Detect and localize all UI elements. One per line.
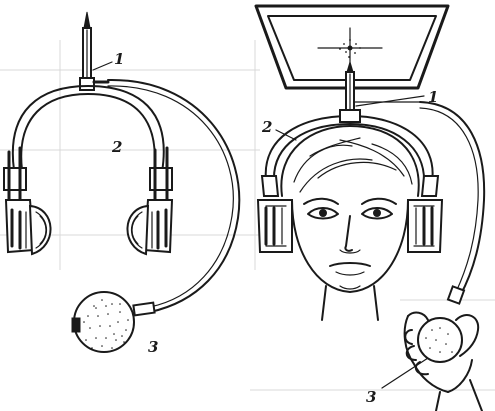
- right-label-1: 1: [428, 88, 438, 106]
- left-eye: [307, 207, 339, 220]
- left-earcup-r: [126, 199, 174, 256]
- right-headband: [264, 109, 434, 185]
- hair: [280, 125, 420, 197]
- right-callouts: 1 2 3: [261, 88, 438, 406]
- left-earcup-l: [4, 199, 52, 256]
- right-headset-on-head: 1 2 3: [254, 4, 486, 411]
- left-label-3: 3: [148, 338, 158, 356]
- left-headset: 1 2 3: [3, 11, 241, 356]
- left-squeeze-ball: [71, 291, 135, 353]
- face: [291, 197, 409, 321]
- right-label-3: 3: [366, 388, 376, 406]
- left-cable: [92, 78, 241, 317]
- left-headband: [3, 85, 173, 207]
- left-ball-texture: [83, 299, 129, 349]
- right-eye: [361, 207, 393, 220]
- right-earcup-l: [256, 175, 293, 253]
- hand-with-ball: [403, 311, 483, 411]
- left-label-2: 2: [111, 138, 122, 156]
- right-earcup-r: [407, 175, 444, 253]
- right-label-2: 2: [261, 118, 272, 136]
- target-screen: [254, 4, 450, 90]
- left-label-1: 1: [114, 50, 124, 68]
- screen-light-spot: [339, 39, 361, 58]
- right-cable: [419, 101, 486, 305]
- right-ball-texture: [425, 327, 453, 353]
- left-callouts: 1 2 3: [92, 50, 158, 356]
- left-pointer-rod: [79, 11, 95, 91]
